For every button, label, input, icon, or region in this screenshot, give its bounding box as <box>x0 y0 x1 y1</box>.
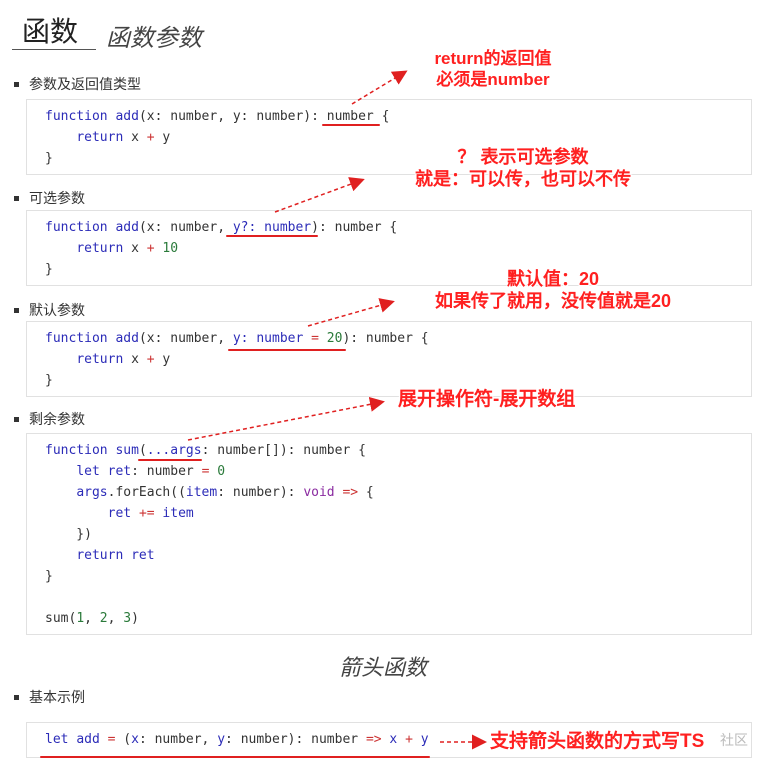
arrow-section-title: 箭头函数 <box>338 656 427 681</box>
code-line: sum(1, 2, 3) <box>45 611 139 626</box>
code-line: function sum(...args: number[]): number … <box>45 443 366 458</box>
code-line: return ret <box>76 548 155 563</box>
section-heading-rest: 剩余参数 <box>14 409 85 429</box>
annotation-optional: ？ 表示可选参数 就是：可以传，也可以不传 <box>415 147 631 189</box>
watermark: 社区 <box>720 733 748 749</box>
annotation-arrow-function: 支持箭头函数的方式写TS <box>490 731 705 752</box>
annotation-rest: 展开操作符-展开数组 <box>398 389 576 410</box>
bullet-icon <box>14 307 19 313</box>
code-line: return x + y <box>76 352 171 367</box>
bullet-icon <box>14 416 19 422</box>
code-line: return x + 10 <box>76 241 179 256</box>
code-line: let add = (x: number, y: number): number… <box>45 732 429 747</box>
highlight-underline <box>138 459 202 461</box>
highlight-underline <box>228 349 346 351</box>
highlight-underline <box>226 235 318 237</box>
code-block-arrow: let add = (x: number, y: number): number… <box>26 722 752 758</box>
arrow-rest <box>187 396 385 441</box>
code-line: ret += item <box>107 506 194 521</box>
section-label: 可选参数 <box>29 191 85 207</box>
code-line: let ret: number = 0 <box>76 464 226 479</box>
code-line: args.forEach((item: number): void => { <box>76 485 374 500</box>
code-line: return x + y <box>76 130 171 145</box>
annotation-default: 默认值：20 如果传了就用，没传值就是20 <box>434 269 672 311</box>
bullet-icon <box>14 195 19 201</box>
code-line: function add(x: number, y: number): numb… <box>45 109 390 124</box>
section-label: 默认参数 <box>29 303 85 319</box>
arrow-return-type <box>351 70 408 105</box>
highlight-underline <box>40 756 430 758</box>
code-block-default: function add(x: number, y: number = 20):… <box>26 321 752 397</box>
section-heading-arrow: 基本示例 <box>14 687 85 707</box>
code-line: function add(x: number, y: number = 20):… <box>45 331 429 346</box>
arrow-default <box>307 298 395 327</box>
code-block-return-type: function add(x: number, y: number): numb… <box>26 99 752 175</box>
code-block-optional: function add(x: number, y?: number): num… <box>26 210 752 286</box>
bullet-icon <box>14 81 19 87</box>
arrow-optional <box>274 177 365 213</box>
code-line: } <box>45 262 53 277</box>
page-subtitle: 函数参数 <box>106 24 202 52</box>
code-line: } <box>45 569 53 584</box>
page-title: 函数 <box>22 15 79 48</box>
section-label: 基本示例 <box>29 690 85 706</box>
section-heading-return-type: 参数及返回值类型 <box>14 74 141 94</box>
section-label: 参数及返回值类型 <box>29 77 141 93</box>
section-label: 剩余参数 <box>29 412 85 428</box>
code-line: function add(x: number, y?: number): num… <box>45 220 398 235</box>
code-block-rest: function sum(...args: number[]): number … <box>26 433 752 635</box>
section-heading-default: 默认参数 <box>14 300 85 320</box>
title-underline <box>12 49 96 50</box>
highlight-underline <box>322 124 380 126</box>
code-line: } <box>45 373 53 388</box>
bullet-icon <box>14 694 19 700</box>
code-line: }) <box>45 527 92 542</box>
annotation-return-type: return的返回值 必须是number <box>434 49 552 89</box>
section-heading-optional: 可选参数 <box>14 188 85 208</box>
code-line: } <box>45 151 53 166</box>
